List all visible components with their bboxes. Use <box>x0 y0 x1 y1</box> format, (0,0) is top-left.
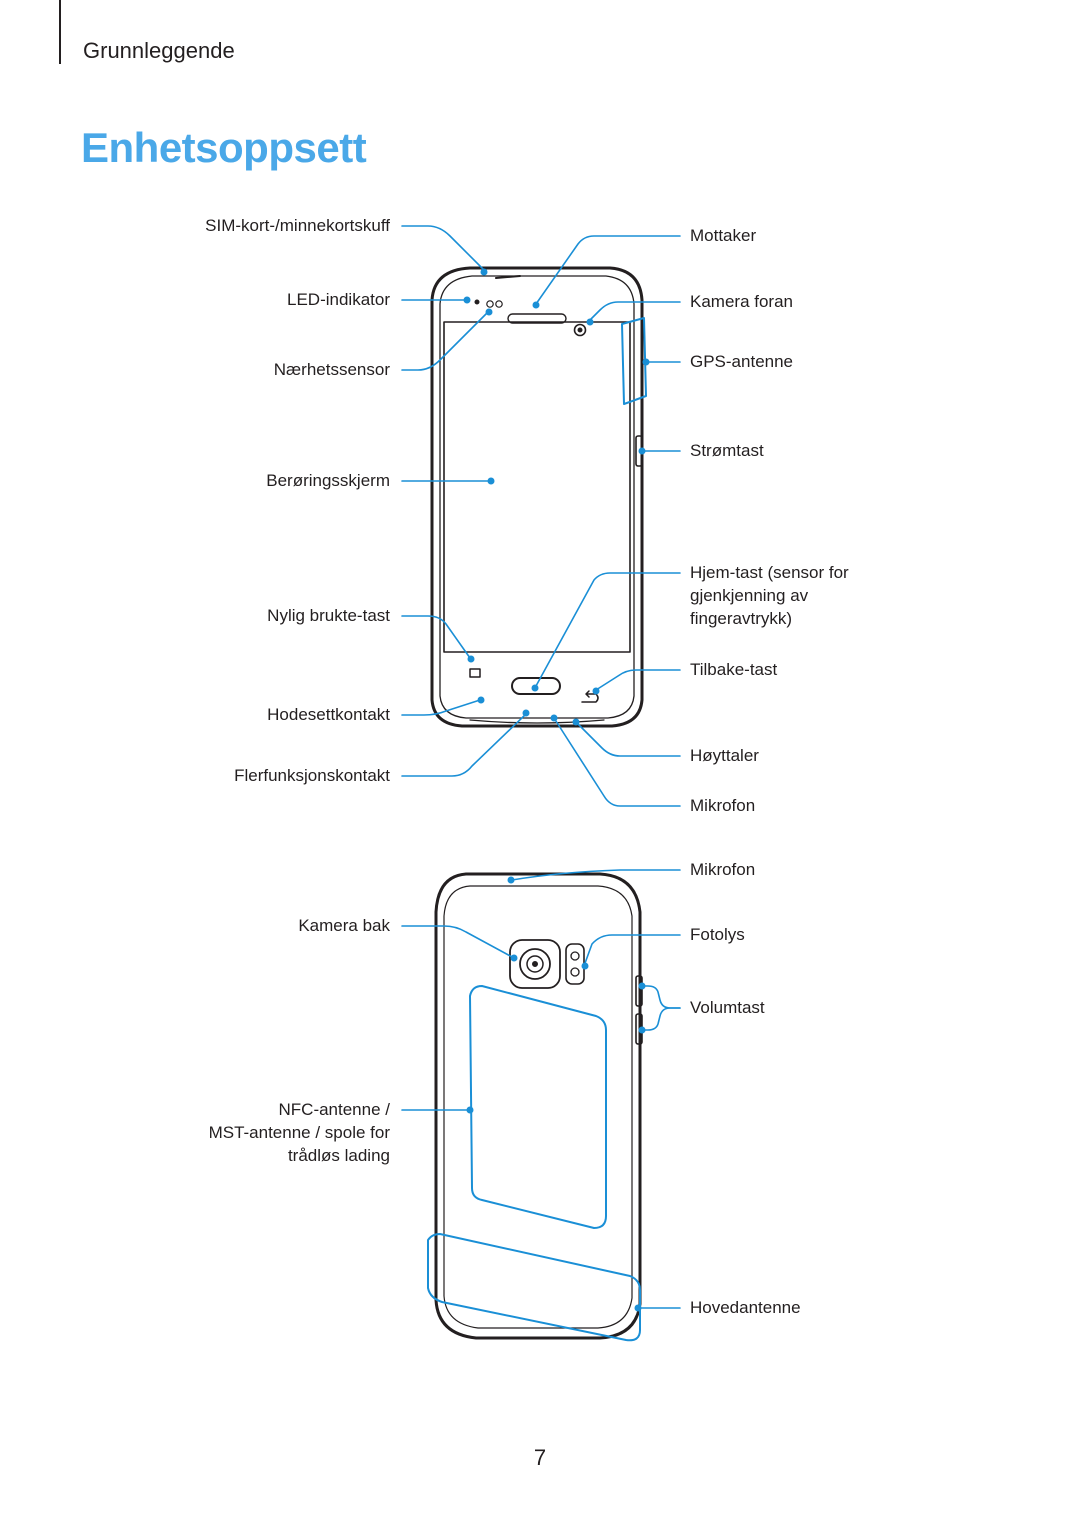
label-rear-camera: Kamera bak <box>298 916 390 935</box>
label-led: LED-indikator <box>287 290 390 309</box>
dot-multifunction <box>522 709 530 717</box>
dot-gps <box>642 358 650 366</box>
label-nfc-line-3: trådløs lading <box>287 1146 390 1165</box>
dot-home <box>531 684 539 692</box>
dot-led <box>463 296 471 304</box>
label-home-key-line-1: Hjem-tast (sensor for <box>690 563 849 582</box>
header-rule <box>59 0 61 64</box>
label-proximity: Nærhetssensor <box>273 360 390 379</box>
label-front-camera: Kamera foran <box>690 292 793 311</box>
dot-speaker <box>572 718 580 726</box>
back-body-outline <box>434 872 642 1340</box>
dot-power <box>638 447 646 455</box>
label-power-key: Strømtast <box>690 441 764 460</box>
dot-touchscreen <box>487 477 495 485</box>
main-antenna-region <box>427 1233 641 1342</box>
label-flash: Fotolys <box>690 925 745 944</box>
sensor-dot-2 <box>495 300 503 308</box>
label-speaker: Høyttaler <box>690 746 759 765</box>
dot-recent <box>467 655 475 663</box>
volume-up-key <box>635 975 643 1007</box>
label-multifunction-jack: Flerfunksjonskontakt <box>234 766 390 785</box>
label-microphone-back: Mikrofon <box>690 860 756 879</box>
section-label: Grunnleggende <box>83 38 235 63</box>
dot-sim <box>480 268 488 276</box>
label-microphone-front: Mikrofon <box>690 796 756 815</box>
page-title: Enhetsoppsett <box>81 124 367 171</box>
label-home-key: Hjem-tast (sensor for gjenkjenning av fi… <box>690 561 849 630</box>
led-dot <box>474 299 480 305</box>
label-gps-antenna: GPS-antenne <box>690 352 794 371</box>
label-volume-key: Volumtast <box>690 998 765 1017</box>
label-headset-jack: Hodesettkontakt <box>267 705 390 724</box>
dot-volume-down <box>638 1026 646 1034</box>
label-nfc-antenna: NFC-antenne / MST-antenne / spole for tr… <box>209 1098 390 1167</box>
label-nfc-line-1: NFC-antenne / <box>278 1100 391 1119</box>
label-receiver: Mottaker <box>690 226 757 245</box>
front-camera-lens <box>573 323 587 337</box>
dot-volume-up <box>638 982 646 990</box>
dot-rear-camera <box>510 954 518 962</box>
flash-housing <box>565 943 585 985</box>
label-home-key-line-2: gjenkjenning av <box>690 586 809 605</box>
back-frame-inner <box>443 885 633 1329</box>
label-recent-key: Nylig brukte-tast <box>267 606 390 625</box>
dot-mic-front <box>550 714 558 722</box>
label-nfc-line-2: MST-antenne / spole for <box>208 1123 390 1142</box>
dot-flash <box>581 962 589 970</box>
sensor-dot-1 <box>486 300 494 308</box>
home-key <box>511 677 561 695</box>
callout-dots <box>463 268 650 1312</box>
dot-mic-back <box>507 876 515 884</box>
rear-camera-lens <box>519 948 551 980</box>
label-main-antenna: Hovedantenne <box>690 1298 801 1317</box>
dot-front-camera <box>586 318 594 326</box>
front-screen <box>443 321 631 653</box>
dot-proximity <box>485 308 493 316</box>
front-body-outline <box>430 266 644 728</box>
dot-headset <box>477 696 485 704</box>
label-back-key: Tilbake-tast <box>690 660 778 679</box>
receiver-grille <box>507 313 567 324</box>
recent-key <box>469 668 481 678</box>
dot-nfc <box>466 1106 474 1114</box>
page-number: 7 <box>533 1445 547 1470</box>
rear-camera-housing <box>509 939 561 989</box>
gps-antenna-region <box>621 317 647 405</box>
label-sim-tray: SIM-kort-/minnekortskuff <box>205 216 390 235</box>
dot-receiver <box>532 301 540 309</box>
label-touchscreen: Berøringsskjerm <box>266 471 390 490</box>
dot-back <box>592 687 600 695</box>
dot-main-antenna <box>634 1304 642 1312</box>
nfc-coil-region <box>469 985 607 1229</box>
label-home-key-line-3: fingeravtrykk) <box>690 609 793 628</box>
front-frame-inner <box>439 275 635 719</box>
